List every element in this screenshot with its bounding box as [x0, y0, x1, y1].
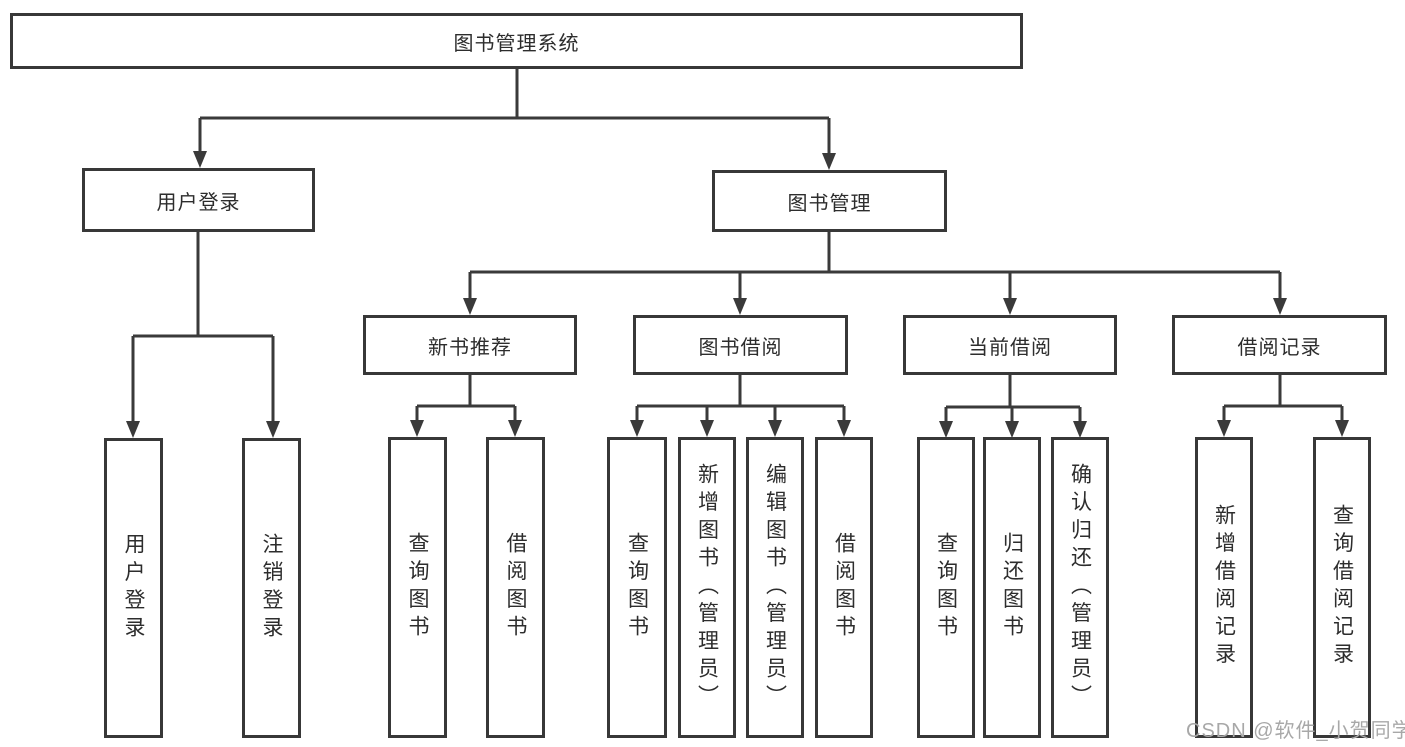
- node-current-borrow: 当前借阅: [903, 315, 1117, 375]
- node-leaf-query-book-g3-label: 查询图书: [934, 532, 958, 643]
- node-root-label: 图书管理系统: [453, 32, 580, 55]
- node-leaf-user-login-label: 用户登录: [122, 532, 145, 644]
- arrowheads: [126, 151, 1349, 438]
- node-leaf-return-book: 归还图书: [983, 437, 1041, 738]
- node-book-management: 图书管理: [712, 170, 947, 232]
- node-leaf-query-book-g3: 查询图书: [917, 437, 975, 738]
- node-leaf-add-book-admin: 新增图书（管理员）: [678, 437, 736, 738]
- csdn-watermark: CSDN @软件_小贺同学: [1186, 720, 1405, 742]
- node-leaf-query-borrow-record: 查询借阅记录: [1313, 437, 1371, 738]
- node-leaf-return-book-label: 归还图书: [1000, 532, 1024, 643]
- node-leaf-borrow-book-g1-label: 借阅图书: [504, 532, 527, 643]
- node-leaf-logout-label: 注销登录: [260, 532, 283, 644]
- node-current-borrow-label: 当前借阅: [968, 336, 1052, 359]
- node-leaf-query-borrow-record-label: 查询借阅记录: [1330, 504, 1354, 671]
- node-root: 图书管理系统: [10, 13, 1023, 69]
- node-leaf-borrow-book-g1: 借阅图书: [486, 437, 545, 738]
- node-leaf-edit-book-admin-label: 编辑图书（管理员）: [763, 462, 787, 713]
- node-book-borrow: 图书借阅: [633, 315, 848, 375]
- node-leaf-add-book-admin-label: 新增图书（管理员）: [695, 462, 719, 713]
- node-leaf-logout: 注销登录: [242, 438, 301, 738]
- node-leaf-query-book-g2-label: 查询图书: [625, 532, 649, 643]
- node-leaf-borrow-book-g2: 借阅图书: [815, 437, 873, 738]
- node-borrow-record-label: 借阅记录: [1237, 336, 1322, 359]
- node-user-login: 用户登录: [82, 168, 315, 232]
- node-leaf-add-borrow-record-label: 新增借阅记录: [1212, 504, 1236, 671]
- node-leaf-borrow-book-g2-label: 借阅图书: [832, 532, 856, 643]
- node-leaf-query-book-g2: 查询图书: [607, 437, 667, 738]
- node-leaf-user-login: 用户登录: [104, 438, 163, 738]
- node-leaf-confirm-return-admin: 确认归还（管理员）: [1051, 437, 1109, 738]
- node-book-management-label: 图书管理: [787, 192, 872, 215]
- node-leaf-confirm-return-admin-label: 确认归还（管理员）: [1068, 462, 1092, 713]
- node-leaf-query-book-g1-label: 查询图书: [406, 532, 429, 643]
- node-leaf-query-book-g1: 查询图书: [388, 437, 447, 738]
- node-new-book-recommend: 新书推荐: [363, 315, 577, 375]
- node-leaf-add-borrow-record: 新增借阅记录: [1195, 437, 1253, 738]
- node-leaf-edit-book-admin: 编辑图书（管理员）: [746, 437, 804, 738]
- node-borrow-record: 借阅记录: [1172, 315, 1387, 375]
- node-book-borrow-label: 图书借阅: [698, 336, 783, 359]
- node-new-book-recommend-label: 新书推荐: [428, 336, 512, 359]
- node-user-login-label: 用户登录: [156, 191, 241, 214]
